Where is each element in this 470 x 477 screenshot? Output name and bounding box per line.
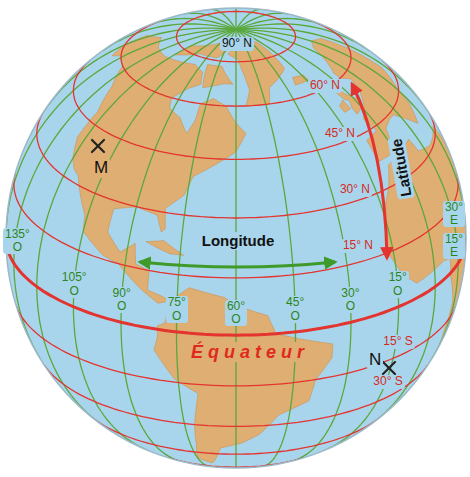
equator: [6, 238, 466, 335]
continent: [340, 100, 351, 112]
parallel: [121, 19, 351, 106]
point-label: M: [92, 158, 110, 178]
equator-line: [6, 238, 466, 335]
meridians: [6, 8, 466, 468]
ocean: [6, 8, 466, 468]
longitude-label: 45° O: [284, 296, 306, 322]
longitude-label: 60° O: [225, 300, 247, 326]
parallel: [177, 12, 296, 62]
latitude-arrow: [352, 84, 387, 258]
latitude-label: 30° S: [371, 375, 404, 389]
point-label: N: [367, 350, 383, 370]
parallel: [37, 113, 435, 218]
latitude-label: 45° N: [323, 127, 357, 141]
longitude-label: 75° O: [166, 296, 188, 322]
longitude-arrow: [140, 262, 335, 267]
latitude-label: 15° S: [381, 335, 414, 349]
pole-label: 90° N: [220, 37, 254, 51]
meridian: [236, 30, 435, 422]
equator-label: Équateur: [189, 342, 311, 363]
meridian: [37, 30, 236, 422]
longitude-label: 135° O: [3, 228, 32, 254]
longitude-label: 105° O: [60, 271, 89, 297]
axis-label: Longitude: [200, 232, 276, 249]
longitude-label: 90° O: [111, 287, 133, 313]
globe-outline: [6, 8, 466, 468]
longitude-label: 15° E: [443, 233, 465, 259]
meridian: [236, 28, 428, 112]
latitude-label: 15° N: [341, 239, 375, 253]
meridian: [14, 30, 236, 359]
longitude-label: 30° O: [339, 287, 361, 313]
parallel: [73, 61, 398, 160]
point-marker: [383, 362, 395, 374]
parallel: [14, 174, 458, 278]
parallel: [45, 365, 428, 426]
parallels: [14, 12, 458, 468]
latitude-label: 30° N: [338, 183, 372, 197]
latitude-label: 60° N: [308, 79, 342, 93]
point-marker: [92, 140, 104, 152]
parallel: [92, 418, 379, 454]
continent: [146, 241, 184, 256]
longitude-label: 15° O: [387, 271, 409, 297]
continent: [154, 288, 333, 463]
meridian: [236, 30, 458, 359]
longitude-label: 30° E: [443, 201, 465, 227]
